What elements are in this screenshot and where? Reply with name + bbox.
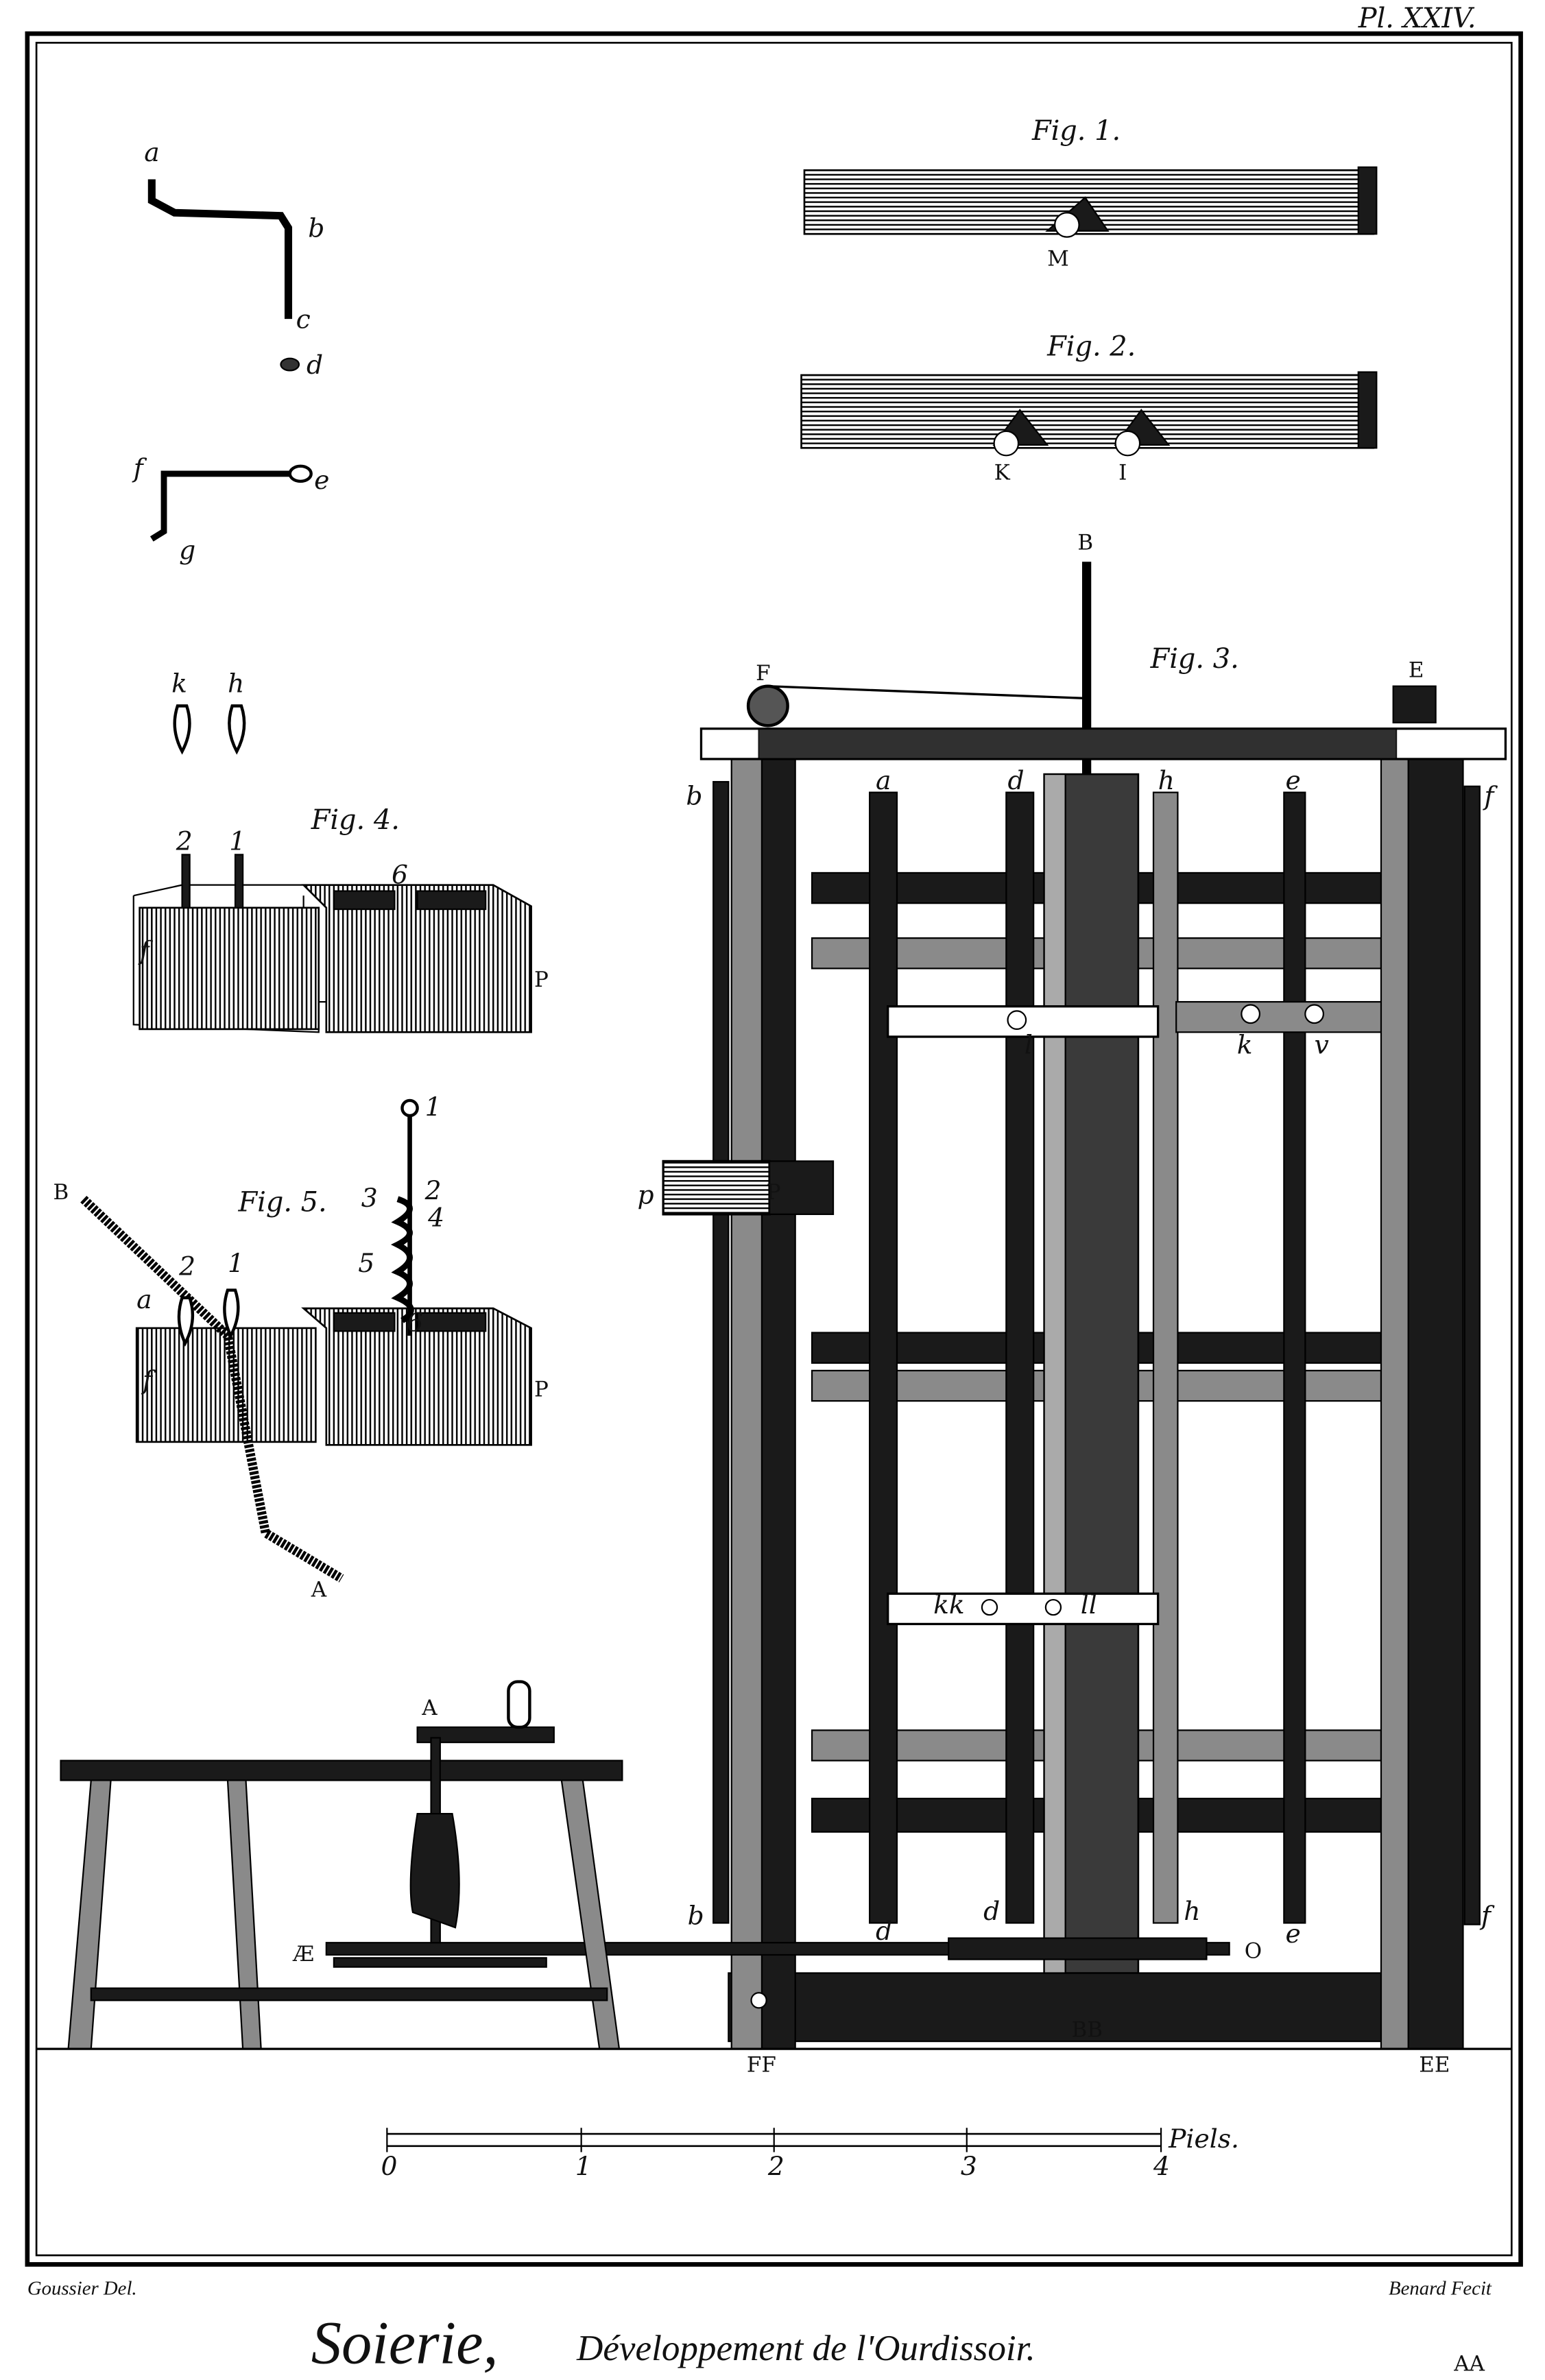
scale-tick-1: 1: [575, 2151, 592, 2181]
label-h-top: h: [1158, 765, 1175, 795]
label-I: I: [1118, 461, 1127, 485]
label-l: l: [1025, 1029, 1033, 1059]
label-P-slider: P: [767, 1180, 781, 1205]
fig5-label-a: a: [136, 1284, 152, 1314]
label-F: F: [756, 661, 771, 686]
label-k: k: [1237, 1029, 1253, 1059]
label-BB: BB: [1071, 2017, 1103, 2042]
label-d-bottom2: d: [876, 1916, 892, 1946]
label-E: E: [1409, 658, 1424, 682]
label-d-bottom: d: [983, 1896, 1000, 1926]
label-FF: FF: [747, 2052, 776, 2077]
label-K: K: [994, 461, 1011, 485]
label-b-bottom: b: [688, 1901, 704, 1931]
label-b: b: [308, 213, 324, 243]
fig5-label: Fig. 5.: [237, 1186, 326, 1218]
label-h-bottom: h: [1184, 1896, 1200, 1926]
inner-border: [35, 42, 1513, 2257]
fig4-label-1: 1: [229, 826, 245, 856]
fig5-num-5: 5: [358, 1248, 374, 1278]
label-kk: kk: [933, 1589, 965, 1620]
label-e-bottom: e: [1286, 1919, 1301, 1949]
label-e-top: e: [1286, 765, 1301, 795]
fig5-label-P: P: [534, 1377, 549, 1402]
fig4-label: Fig. 4.: [311, 804, 400, 836]
scale-unit: Piels.: [1168, 2124, 1239, 2154]
label-ll: ll: [1081, 1589, 1097, 1620]
plate-signature: AA: [1453, 2351, 1485, 2376]
label-c: c: [296, 304, 311, 334]
fig1-beam: Fig. 1. M: [803, 115, 1378, 272]
label-v: v: [1315, 1029, 1329, 1059]
fig4-label-6: 6: [392, 859, 408, 889]
label-O: O: [1245, 1938, 1262, 1963]
scale-tick-3: 3: [961, 2151, 977, 2181]
label-M: M: [1047, 247, 1069, 272]
fig3-warping-mill: Fig. 3.: [292, 531, 1507, 2077]
label-g: g: [179, 535, 195, 565]
label-d-top: d: [1008, 765, 1025, 795]
fig5-num-3: 3: [361, 1183, 378, 1213]
label-h-peg: h: [228, 669, 244, 699]
scale-tick-4: 4: [1153, 2151, 1170, 2181]
fig5-block: Fig. 5. B 2 1 a f P A 1 2 3 4 5 6: [53, 1092, 548, 1602]
label-A-bench: A: [421, 1696, 438, 1720]
fig4-label-2: 2: [176, 826, 193, 856]
plate-title-sub: Développement de l'Ourdissoir.: [576, 2329, 1035, 2368]
hook-tool: f e g: [132, 453, 330, 565]
fig5-label-2: 2: [178, 1251, 195, 1281]
plate-title-main: Soierie,: [311, 2309, 499, 2377]
label-k-peg: k: [171, 669, 187, 699]
fig3-label: Fig. 3.: [1150, 643, 1239, 675]
fig4-label-P: P: [534, 967, 549, 992]
fig1-label: Fig. 1.: [1031, 115, 1121, 147]
fig2-label: Fig. 2.: [1046, 330, 1136, 362]
pegs: k h: [171, 669, 246, 755]
outer-border: [25, 31, 1523, 2267]
label-AE: Æ: [292, 1942, 314, 1967]
fig5-num-4: 4: [427, 1203, 444, 1233]
designer-credit: Goussier Del.: [27, 2278, 137, 2300]
label-d: d: [307, 350, 323, 380]
label-EE: EE: [1419, 2052, 1450, 2077]
plate-number: Pl. XXIV.: [1358, 3, 1476, 34]
bench: [60, 1680, 623, 2050]
label-a: a: [144, 137, 159, 167]
fig5-label-A: A: [311, 1578, 327, 1602]
fig5-num-2: 2: [424, 1175, 442, 1205]
fig5-label-B: B: [53, 1180, 69, 1205]
scale-bar: 0 1 2 3 4 Piels.: [381, 2124, 1240, 2181]
scale-tick-0: 0: [381, 2151, 398, 2181]
label-a-top: a: [876, 765, 891, 795]
fig5-num-6: 6: [407, 1307, 423, 1337]
label-f-tool: f: [132, 453, 147, 483]
fig4-block: Fig. 4. 2 1 6 P f: [132, 804, 549, 1033]
label-e: e: [314, 465, 329, 495]
label-B-top: B: [1077, 531, 1093, 555]
fig5-num-1: 1: [425, 1092, 442, 1122]
label-p: p: [638, 1179, 654, 1210]
engraver-credit: Benard Fecit: [1389, 2278, 1492, 2300]
crank-tool: a b c d: [144, 137, 324, 380]
label-f-bottom: f: [1479, 1901, 1495, 1931]
label-f-top: f: [1482, 780, 1498, 810]
label-b-top: b: [686, 780, 702, 810]
scale-tick-2: 2: [767, 2151, 785, 2181]
fig5-label-1: 1: [228, 1248, 244, 1278]
fig2-beam: Fig. 2. K I: [800, 330, 1378, 485]
